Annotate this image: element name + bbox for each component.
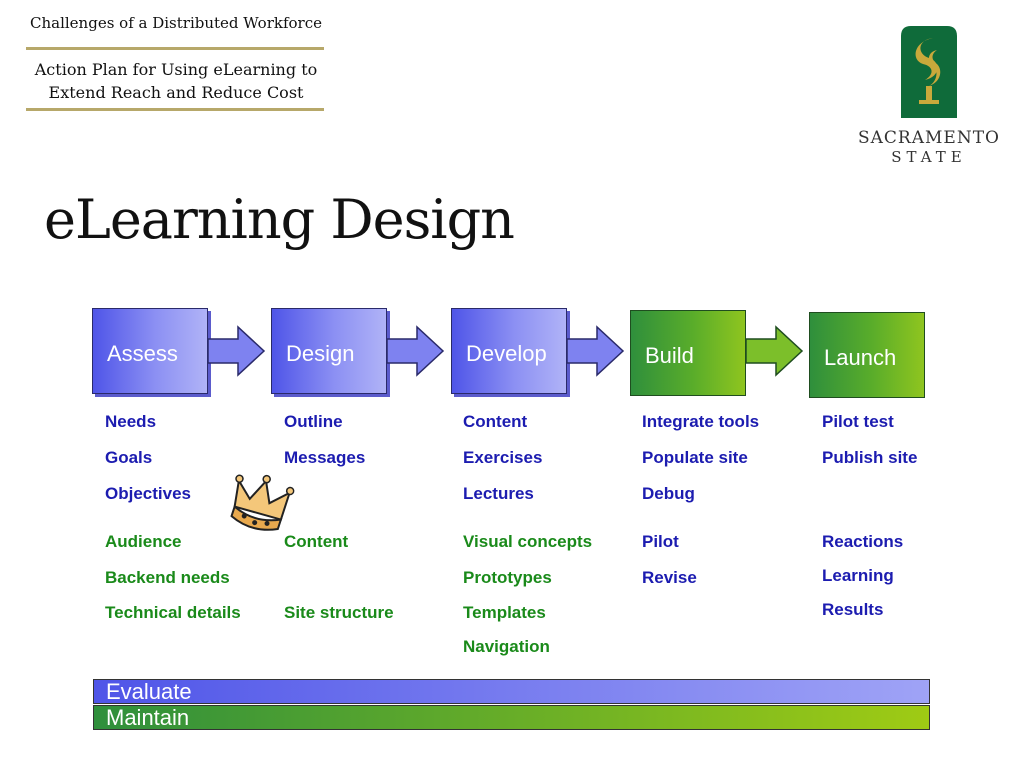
list-item: Exercises <box>463 448 543 467</box>
stage-launch: Launch <box>809 312 925 398</box>
list-item: Goals <box>105 448 153 467</box>
header-rule-top <box>26 47 324 50</box>
logo-text-line-1: SACRAMENTO <box>858 128 1000 148</box>
stage-build: Build <box>630 310 746 396</box>
stage-assess-label: Assess <box>107 341 178 366</box>
list-item: Audience <box>105 532 182 551</box>
stage-develop-label: Develop <box>466 341 547 366</box>
list-item: Navigation <box>463 637 550 656</box>
crown-icon <box>230 474 295 531</box>
list-item: Content <box>463 412 528 431</box>
list-item: Visual concepts <box>463 532 593 551</box>
list-item: Site structure <box>284 603 394 622</box>
logo-text-line-2: STATE <box>891 148 967 166</box>
arrow-right-icon <box>566 325 625 377</box>
stage-assess: Assess <box>92 308 208 394</box>
stage-build-label: Build <box>645 343 694 368</box>
list-item: Reactions <box>822 532 904 551</box>
arrow-right-icon <box>745 325 804 377</box>
list-item: Integrate tools <box>642 412 760 431</box>
list-item: Learning <box>822 566 894 585</box>
list-item: Populate site <box>642 448 748 467</box>
series-title: Challenges of a Distributed Workforce <box>30 14 322 32</box>
logo-shield-icon <box>901 26 957 118</box>
maintain-bar: Maintain <box>93 705 930 730</box>
header-rule-bottom <box>26 108 324 111</box>
list-item: Pilot <box>642 532 679 551</box>
slide-title: eLearning Design <box>44 188 515 251</box>
list-item: Content <box>284 532 349 551</box>
list-item: Outline <box>284 412 343 431</box>
stage-design-label: Design <box>286 341 355 366</box>
list-item: Publish site <box>822 448 918 467</box>
stage-develop: Develop <box>451 308 567 394</box>
list-item: Needs <box>105 412 157 431</box>
list-item: Messages <box>284 448 366 467</box>
sacramento-state-logo: SACRAMENTO STATE <box>856 24 1002 166</box>
list-item: Debug <box>642 484 695 503</box>
subtitle-line-2: Extend Reach and Reduce Cost <box>48 83 304 102</box>
list-item: Revise <box>642 568 697 587</box>
slide-subtitle: Action Plan for Using eLearning to Exten… <box>26 58 326 104</box>
list-item: Backend needs <box>105 568 230 587</box>
list-item: Templates <box>463 603 546 622</box>
list-item: Prototypes <box>463 568 552 587</box>
arrow-right-icon <box>207 325 266 377</box>
subtitle-line-1: Action Plan for Using eLearning to <box>34 60 318 79</box>
arrow-right-icon <box>386 325 445 377</box>
list-item: Objectives <box>105 484 191 503</box>
list-item: Pilot test <box>822 412 894 431</box>
stage-design: Design <box>271 308 387 394</box>
stage-launch-label: Launch <box>824 345 897 370</box>
list-item: Results <box>822 600 884 619</box>
evaluate-bar: Evaluate <box>93 679 930 704</box>
list-item: Lectures <box>463 484 534 503</box>
list-item: Technical details <box>105 603 241 622</box>
